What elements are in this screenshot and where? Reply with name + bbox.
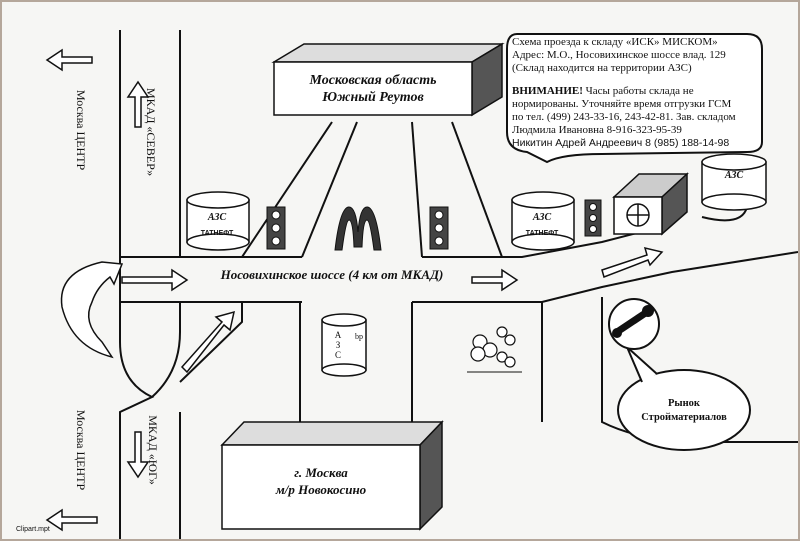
tatneft-left-logo: ТАТНЕФТ	[200, 230, 234, 237]
clover-icon	[467, 326, 522, 373]
bp-azs-letters: А З С	[334, 330, 342, 360]
north-road-right	[411, 121, 423, 258]
azs-middle-label: АЗС	[532, 212, 552, 223]
arrow-to-center-top	[45, 48, 93, 72]
bp-logo: bp	[355, 332, 363, 341]
callout-phone: по тел. (499) 243-33-16, 243-42-81. Зав.…	[512, 111, 736, 123]
region-north-label: Московская область Южный Реутов	[309, 73, 437, 105]
region-south-label: г. Москва м/р Новокосино	[275, 465, 367, 497]
arrow-u-turn	[60, 261, 124, 359]
north-road-left	[241, 121, 333, 258]
callout-contact-2: Никитин Адрей Андреевич 8 (985) 188-14-9…	[512, 137, 730, 149]
callout-text-line: нормированы. Уточняйте время отгрузки ГС…	[512, 98, 732, 110]
wrench-icon	[608, 298, 660, 350]
gas-station-left	[186, 191, 250, 251]
callout-note: (Склад находится на территории АЗС)	[512, 62, 692, 74]
arrow-exit-ramp	[180, 310, 236, 374]
arrow-mkad-north-up	[126, 80, 150, 128]
tatneft-middle-logo: ТАТНЕФТ	[525, 230, 559, 237]
arrow-mkad-south-down	[126, 431, 150, 479]
arrow-to-center-bottom	[45, 508, 98, 532]
building-novokosino	[220, 420, 444, 531]
callout-title: Схема проезда к складу «ИСК» МИСКОМ»	[512, 36, 718, 48]
gas-station-bp	[321, 313, 367, 377]
traffic-light-icon	[429, 206, 449, 250]
main-road-label: Носовихинское шоссе (4 км от МКАД)	[220, 267, 444, 282]
azs-left-label: АЗС	[207, 212, 227, 223]
gas-station-right	[701, 153, 767, 211]
mkad-south-label: МКАД «ЮГ»	[146, 415, 160, 485]
mcdonalds-logo-icon	[334, 206, 382, 251]
arrow-main-road-3	[601, 246, 664, 278]
traffic-light-icon	[266, 206, 286, 250]
arrow-main-road-1	[121, 268, 189, 292]
watermark: Clipart.mpt	[16, 526, 50, 533]
mkad-north-label: МКАД «СЕВЕР»	[144, 87, 158, 177]
gas-station-middle	[511, 191, 575, 251]
market-callout-bubble	[617, 369, 751, 451]
warehouse-icon	[612, 172, 689, 236]
callout-attention: ВНИМАНИЕ! Часы работы склада не	[512, 85, 694, 97]
market-label: Рынок Стройматериалов	[641, 398, 727, 423]
mkad-road-left-edge	[119, 30, 155, 539]
building-south-reutov	[271, 42, 505, 117]
info-callout-bubble	[506, 33, 763, 164]
callout-contact-1: Людмила Ивановна 8-916-323-95-39	[512, 124, 682, 136]
moscow-center-bottom-label: Москва ЦЕНТР	[74, 409, 88, 491]
azs-right-label: АЗС	[724, 170, 744, 181]
callout-address: Адрес: М.О., Носовихинское шоссе влад. 1…	[512, 49, 726, 61]
moscow-center-top-label: Москва ЦЕНТР	[74, 89, 88, 171]
info-callout: Схема проезда к складу «ИСК» МИСКОМ» Адр…	[512, 36, 757, 150]
traffic-light-icon	[584, 199, 602, 237]
arrow-main-road-2	[471, 268, 519, 292]
